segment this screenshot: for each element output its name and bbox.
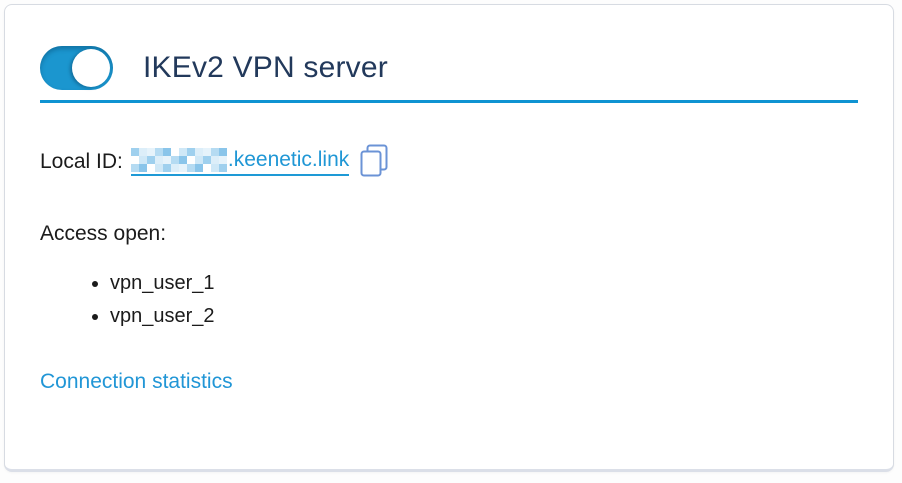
local-id-redacted: [130, 147, 227, 172]
card-header: IKEv2 VPN server: [40, 46, 858, 90]
access-open-label: Access open:: [40, 222, 167, 245]
local-id-row: Local ID: .keenetic.link: [40, 143, 858, 180]
connection-statistics-link[interactable]: Connection statistics: [40, 370, 233, 393]
vpn-user-list: vpn_user_1 vpn_user_2: [40, 272, 858, 328]
list-item-vpn-user: vpn_user_2: [110, 305, 858, 328]
toggle-knob: [72, 49, 110, 87]
vpn-server-card: IKEv2 VPN server Local ID: .keenetic.lin…: [4, 4, 894, 472]
copy-local-id-button[interactable]: [359, 143, 389, 180]
page-title: IKEv2 VPN server: [143, 51, 388, 84]
local-id-label: Local ID:: [40, 149, 123, 173]
header-divider: [40, 100, 858, 103]
local-id-link[interactable]: .keenetic.link: [130, 147, 350, 176]
local-id-domain: .keenetic.link: [227, 147, 350, 171]
vpn-server-toggle[interactable]: [40, 46, 113, 90]
copy-icon: [359, 143, 389, 180]
list-item-vpn-user: vpn_user_1: [110, 272, 858, 295]
